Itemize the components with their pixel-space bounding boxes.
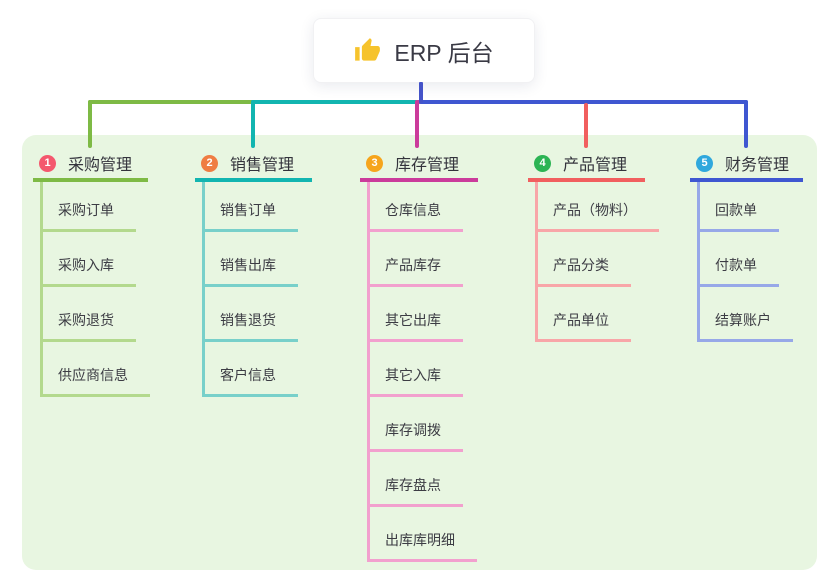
child-node[interactable]: 采购入库	[40, 255, 136, 287]
child-label: 出库库明细	[385, 532, 455, 548]
root-node[interactable]: ERP 后台	[313, 18, 535, 83]
child-label: 仓库信息	[385, 202, 441, 218]
child-label: 库存盘点	[385, 477, 441, 493]
child-node[interactable]: 产品分类	[535, 255, 631, 287]
child-node[interactable]: 产品（物料）	[535, 200, 659, 232]
child-label: 产品库存	[385, 257, 441, 273]
branch-connector-line	[251, 100, 423, 104]
branch-number-badge: 5	[696, 154, 713, 172]
child-label: 产品单位	[553, 312, 609, 328]
child-label: 回款单	[715, 202, 757, 218]
child-node[interactable]: 销售出库	[202, 255, 298, 287]
child-label: 供应商信息	[58, 367, 128, 383]
child-label: 销售订单	[220, 202, 276, 218]
branch-title-label: 销售管理	[230, 157, 295, 174]
branch-number-badge: 4	[534, 154, 551, 172]
child-node[interactable]: 采购退货	[40, 310, 136, 342]
child-node[interactable]: 出库库明细	[367, 530, 477, 562]
children-spine-line	[535, 182, 538, 342]
branch-title-node[interactable]: 2 销售管理	[195, 148, 312, 182]
child-node[interactable]: 回款单	[697, 200, 779, 232]
child-node[interactable]: 付款单	[697, 255, 779, 287]
branch-number-badge: 2	[201, 154, 218, 172]
child-node[interactable]: 其它出库	[367, 310, 463, 342]
child-label: 采购订单	[58, 202, 114, 218]
root-connector-line	[419, 82, 423, 103]
child-node[interactable]: 采购订单	[40, 200, 136, 232]
branch-drop-line	[744, 100, 748, 148]
child-node[interactable]: 产品单位	[535, 310, 631, 342]
child-label: 库存调拨	[385, 422, 441, 438]
branch-title-node[interactable]: 3 库存管理	[360, 148, 478, 182]
branch-title-label: 库存管理	[395, 157, 460, 174]
thumbs-up-icon	[354, 37, 381, 64]
children-spine-line	[697, 182, 700, 342]
branch-connector-line	[419, 100, 748, 104]
branch-title-label: 财务管理	[725, 157, 790, 174]
child-label: 客户信息	[220, 367, 276, 383]
child-label: 销售出库	[220, 257, 276, 273]
child-node[interactable]: 仓库信息	[367, 200, 463, 232]
child-node[interactable]: 库存调拨	[367, 420, 463, 452]
branch-number-badge: 1	[39, 154, 56, 172]
branch-title-label: 采购管理	[68, 157, 133, 174]
branch-number-badge: 3	[366, 154, 383, 172]
root-title: ERP 后台	[394, 39, 494, 66]
branches-panel	[22, 135, 817, 570]
branch-title-node[interactable]: 1 采购管理	[33, 148, 148, 182]
branch-title-label: 产品管理	[563, 157, 628, 174]
children-spine-line	[202, 182, 205, 397]
children-spine-line	[40, 182, 43, 397]
branch-title-node[interactable]: 5 财务管理	[690, 148, 803, 182]
branch-drop-line	[251, 100, 255, 148]
branch-title-node[interactable]: 4 产品管理	[528, 148, 645, 182]
child-node[interactable]: 销售订单	[202, 200, 298, 232]
children-spine-line	[367, 182, 370, 562]
child-node[interactable]: 产品库存	[367, 255, 463, 287]
child-label: 其它入库	[385, 367, 441, 383]
branch-drop-line	[584, 103, 588, 148]
child-node[interactable]: 客户信息	[202, 365, 298, 397]
child-node[interactable]: 库存盘点	[367, 475, 463, 507]
child-label: 销售退货	[220, 312, 276, 328]
child-label: 采购退货	[58, 312, 114, 328]
child-label: 产品（物料）	[553, 202, 637, 218]
child-node[interactable]: 其它入库	[367, 365, 463, 397]
branch-drop-line	[415, 100, 419, 148]
child-node[interactable]: 销售退货	[202, 310, 298, 342]
child-label: 付款单	[715, 257, 757, 273]
child-label: 结算账户	[715, 312, 771, 328]
child-node[interactable]: 供应商信息	[40, 365, 150, 397]
child-label: 产品分类	[553, 257, 609, 273]
branch-drop-line	[88, 100, 92, 148]
child-label: 其它出库	[385, 312, 441, 328]
child-node[interactable]: 结算账户	[697, 310, 793, 342]
child-label: 采购入库	[58, 257, 114, 273]
